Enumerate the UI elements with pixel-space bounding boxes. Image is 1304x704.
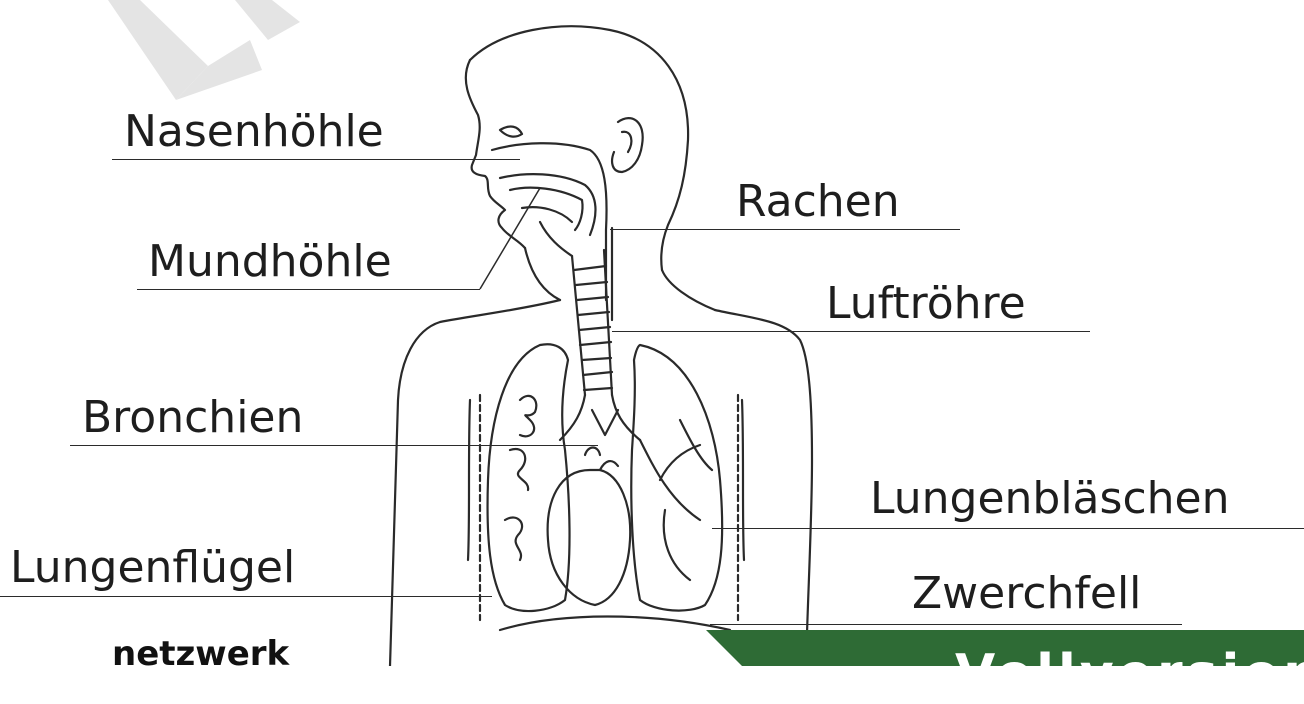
respiratory-diagram: Nasenhöhle Mundhöhle Rachen Luftröhre Br… (0, 0, 1304, 666)
vollversion-banner (0, 0, 1304, 666)
banner-text: Vollversion (955, 644, 1304, 704)
